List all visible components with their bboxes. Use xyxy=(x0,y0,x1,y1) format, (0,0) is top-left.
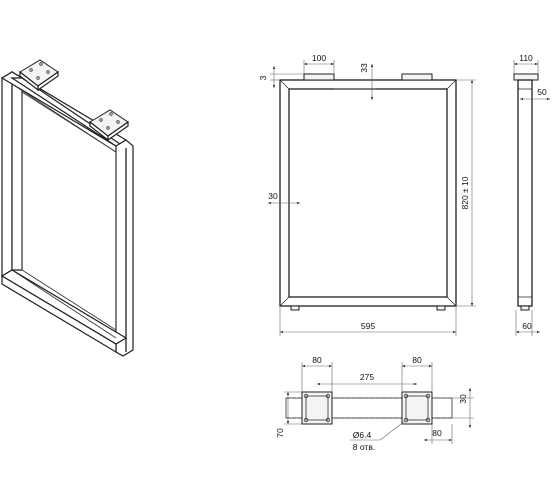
plan-view xyxy=(285,391,453,425)
dim-tube-wall: 30 xyxy=(268,191,278,201)
plan-plate-right xyxy=(401,391,433,425)
front-view xyxy=(279,73,457,311)
side-view xyxy=(513,73,539,311)
plan-plate-left xyxy=(301,391,333,425)
dim-height: 820 ± 10 xyxy=(460,176,470,209)
dim-hole-spacing: 275 xyxy=(360,372,374,382)
dim-width: 595 xyxy=(361,321,375,331)
dim-top-plate-width: 100 xyxy=(312,53,326,63)
side-view-dimensions: 110 50 60 xyxy=(513,53,550,336)
dim-top-offset: 33 xyxy=(359,63,369,73)
dim-plate-width-right: 80 xyxy=(412,355,422,365)
dim-hole-diameter: Ø6.4 xyxy=(353,430,372,440)
dim-side-tube: 50 xyxy=(537,87,547,97)
dim-plate-height: 30 xyxy=(458,394,468,404)
plan-view-dimensions: 80 80 275 30 70 80 Ø6.4 8 отв. xyxy=(275,355,474,452)
front-view-dimensions: 100 33 3 30 820 ± 10 595 xyxy=(258,53,476,336)
dim-side-depth: 110 xyxy=(519,53,533,63)
dim-top-gap: 3 xyxy=(258,75,268,80)
isometric-view xyxy=(0,59,134,357)
dim-plate-depth: 70 xyxy=(275,428,285,438)
dim-plate-bottom: 80 xyxy=(432,428,442,438)
dim-side-base: 60 xyxy=(522,321,532,331)
dim-hole-count: 8 отв. xyxy=(353,442,375,452)
dim-plate-width-left: 80 xyxy=(312,355,322,365)
